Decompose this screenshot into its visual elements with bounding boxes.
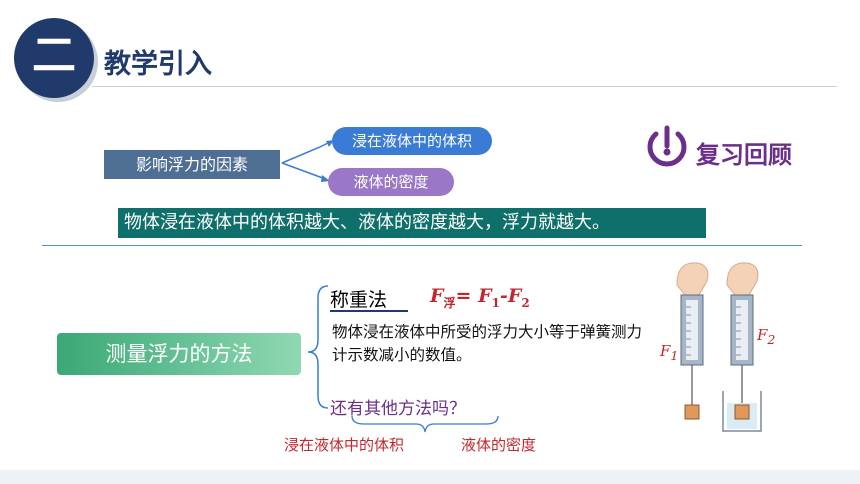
other-methods-question: 还有其他方法吗？	[330, 399, 466, 419]
page-title: 教学引入	[104, 49, 212, 80]
factor-density: 液体的密度	[328, 168, 454, 196]
beaker-icon	[722, 391, 762, 432]
weight-block-icon	[684, 404, 700, 420]
header-divider	[92, 86, 837, 87]
power-icon	[647, 125, 687, 167]
weighing-underline	[330, 310, 408, 312]
hand-icon	[726, 262, 759, 296]
method-description: 物体浸在液体中所受的浮力大小等于弹簧测力计示数减小的数值。	[332, 323, 643, 364]
f1-label: F1	[660, 342, 679, 363]
answer-density: 液体的密度	[461, 436, 537, 454]
buoyancy-formula: F浮= F1-F2	[430, 285, 530, 310]
weighing-method-label: 称重法	[330, 289, 388, 311]
f2-label: F2	[757, 326, 776, 347]
factors-label: 影响浮力的因素	[104, 150, 280, 179]
factor-volume: 浸在液体中的体积	[332, 127, 492, 155]
spring-scale-figure	[676, 262, 762, 432]
hand-icon	[676, 262, 709, 296]
section-number: 二	[32, 30, 76, 81]
branch-arrows	[281, 140, 334, 182]
footer-bar	[0, 470, 860, 484]
section-badge: 二	[14, 18, 94, 98]
answer-volume: 浸在液体中的体积	[284, 436, 405, 454]
section-divider	[42, 245, 802, 246]
conclusion-text: 物体浸在液体中的体积越大、液体的密度越大，浮力就越大。	[118, 208, 706, 238]
review-title: 复习回顾	[696, 141, 792, 169]
brace	[307, 285, 329, 409]
weight-block-icon	[734, 404, 750, 420]
method-label: 测量浮力的方法	[57, 333, 301, 375]
arrow-down-icon	[321, 175, 330, 182]
answer-brace	[351, 415, 499, 433]
